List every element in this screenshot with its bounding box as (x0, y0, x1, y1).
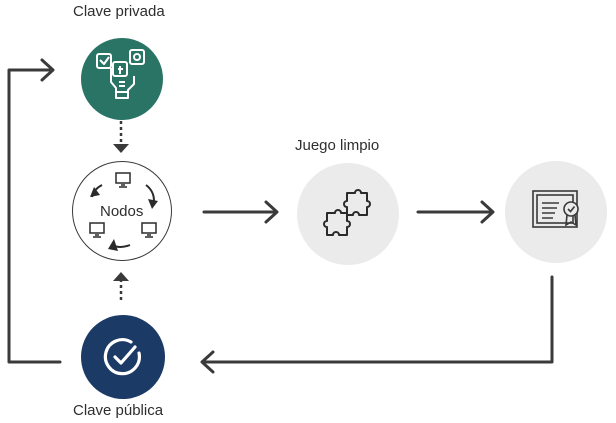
nodes-label: Nodos (100, 203, 144, 220)
puzzle-pieces-icon (323, 189, 371, 236)
social-media-hand-icon (96, 49, 145, 99)
certificate-badge-icon (532, 190, 579, 228)
arrow-cert-to-public (201, 275, 554, 364)
arrow-cert-to-public-head (200, 350, 215, 374)
arrow-nodos-to-juego-head (264, 200, 279, 224)
dotted-arrow-up-head (113, 272, 129, 281)
fair-play-label: Juego limpio (295, 137, 380, 154)
loop-arrow-head (40, 58, 55, 82)
fair-play-node (297, 163, 399, 265)
loop-arrow-public-to-private (7, 68, 62, 364)
public-key-label: Clave pública (73, 402, 164, 419)
nodes-node (72, 161, 172, 261)
dotted-arrow-down-head (113, 144, 129, 153)
public-key-node (81, 315, 165, 399)
arrow-juego-to-cert-head (480, 200, 495, 224)
private-key-label: Clave privada (73, 3, 165, 20)
certificate-node (505, 161, 607, 263)
network-computers-cycle-icon (89, 172, 158, 251)
check-circle-icon (103, 338, 141, 376)
private-key-node (81, 38, 163, 120)
